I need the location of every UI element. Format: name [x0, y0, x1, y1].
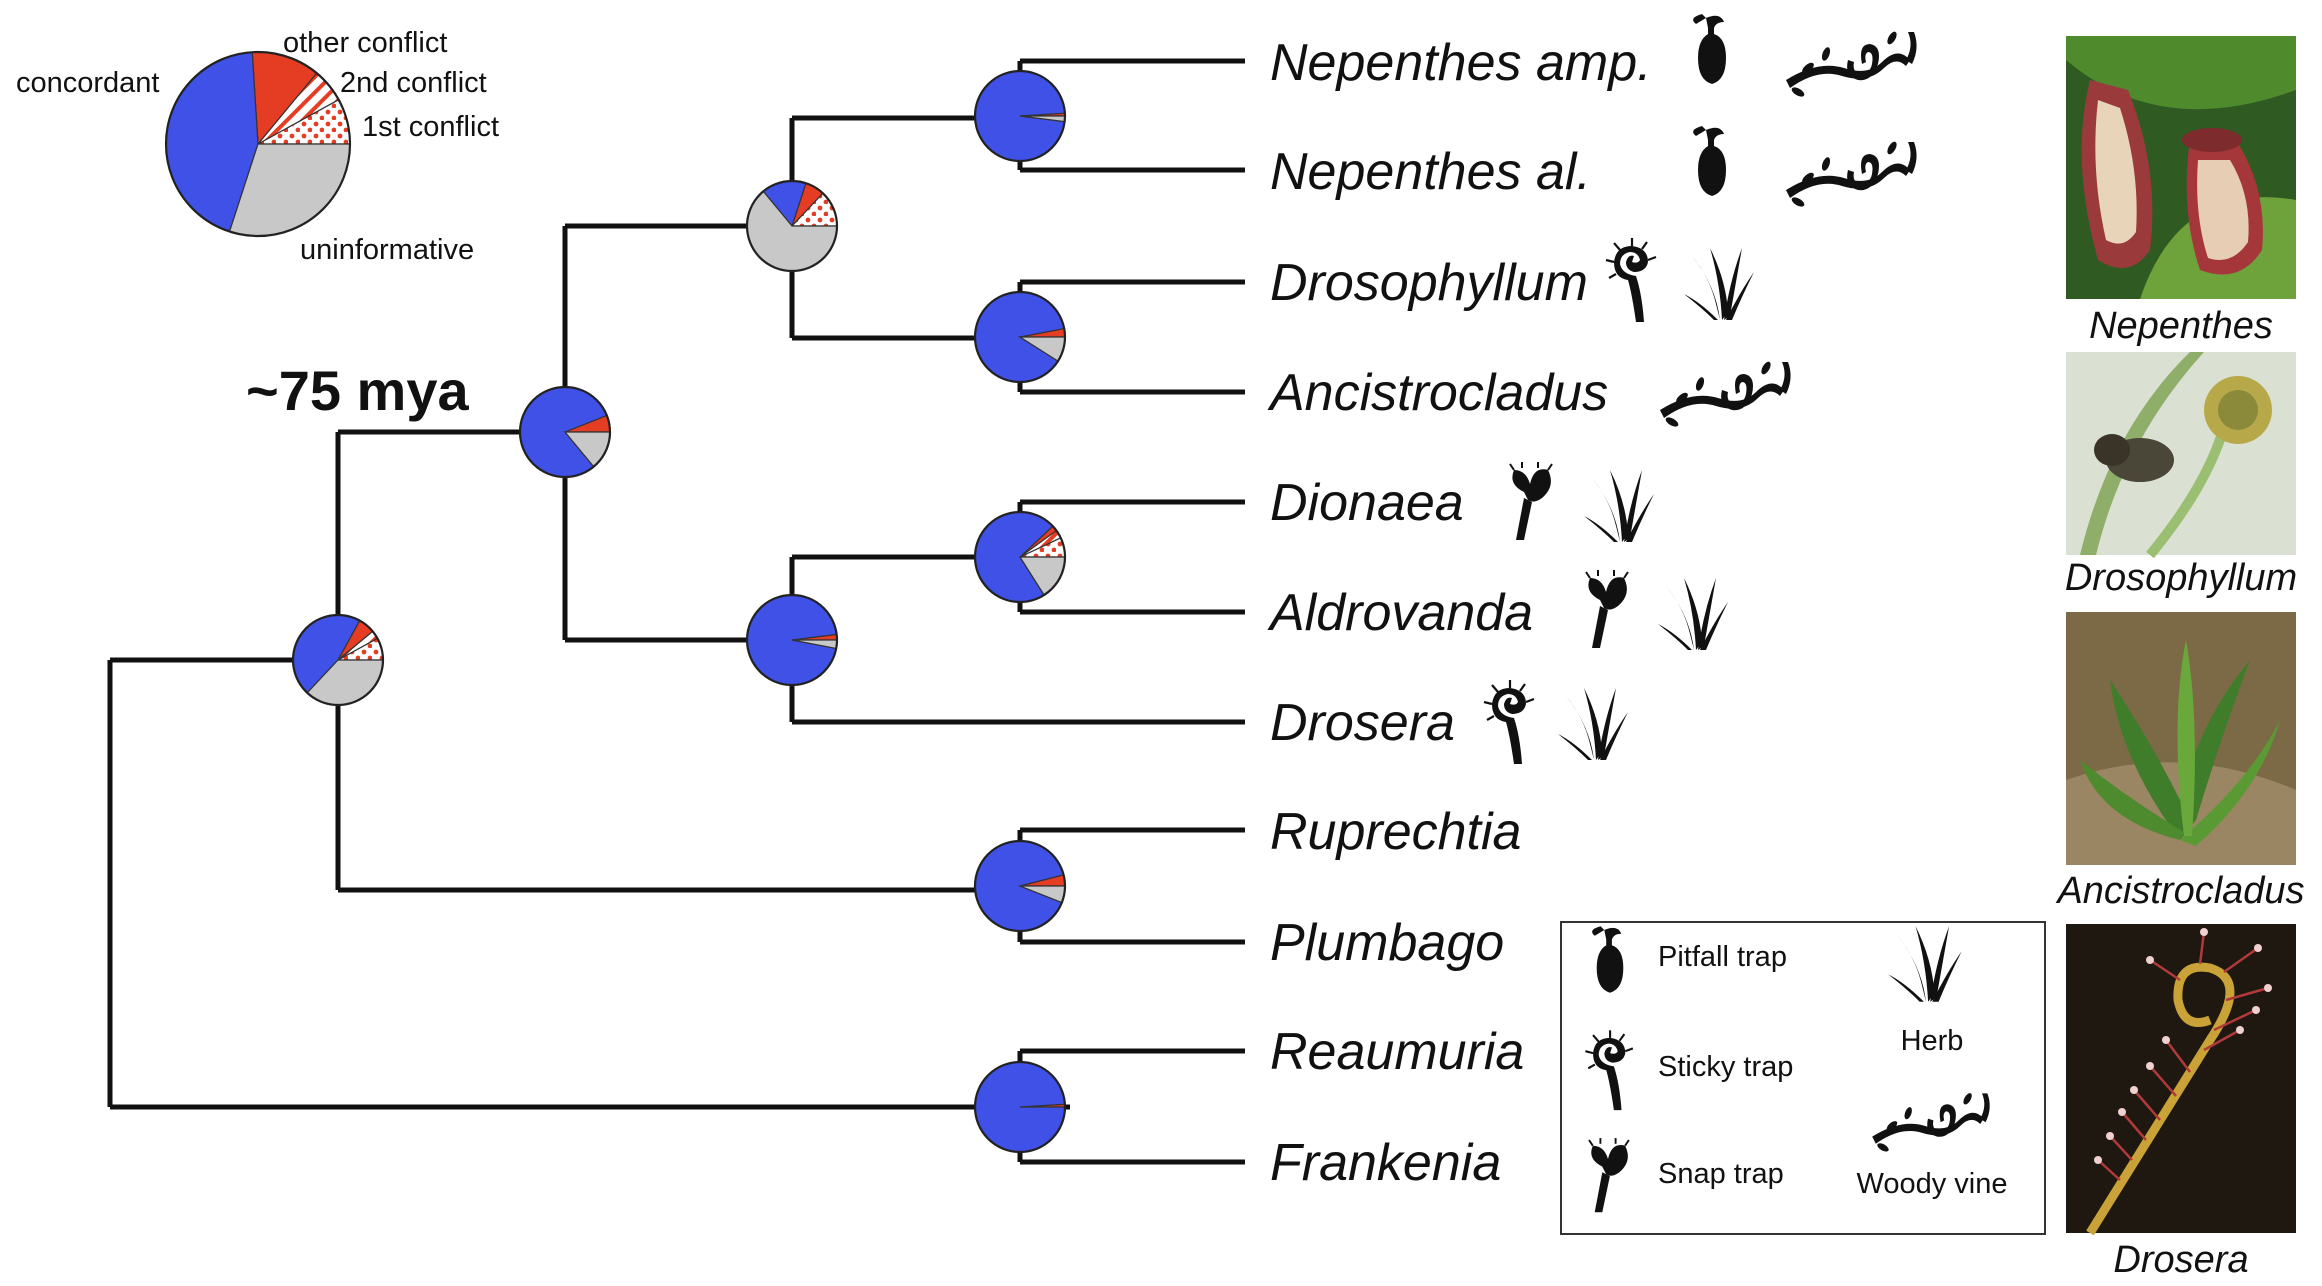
key-label-pitfall-trap: Pitfall trap: [1658, 941, 1787, 973]
node-pie-ruprechtia-plumbago: [973, 839, 1067, 933]
node-pie-outline: [973, 69, 1067, 163]
root-branch: [107, 657, 1070, 1110]
legend-label-1st-conflict: 1st conflict: [362, 111, 499, 143]
node-pie-nepenthes: [973, 69, 1067, 163]
trait-key-box: [1560, 921, 2046, 1235]
node-pie-outline: [973, 510, 1067, 604]
sticky-trap-icon: [1482, 678, 1536, 766]
node-pie-outline: [745, 179, 839, 273]
legend-label-2nd-conflict: 2nd conflict: [340, 67, 487, 99]
taxon-label: Nepenthes amp.: [1270, 34, 1652, 92]
node-pie-carnivorous-clade: [518, 385, 612, 479]
node-pie-outline: [745, 593, 839, 687]
taxon-label: Dionaea: [1270, 474, 1464, 532]
node-pie-nepenthes-drosophyllum: [745, 179, 839, 273]
taxon-labels: Nepenthes amp. Nepenthes al. Drosophyllu…: [1267, 34, 1652, 1192]
herb-icon: [1558, 688, 1628, 760]
photo-caption: Nepenthes: [2089, 305, 2273, 347]
taxon-label: Drosophyllum: [1270, 254, 1588, 312]
photo-caption: Ancistrocladus: [2055, 870, 2304, 912]
legend-pie: [164, 50, 352, 238]
photo-panel: Nepenthes Drosophyllum Ancistrocladus: [2055, 36, 2305, 1281]
legend-label-uninformative: uninformative: [300, 234, 474, 266]
node-pie-caryophyllales-core: [291, 613, 385, 707]
legend-label-other-conflict: other conflict: [283, 27, 447, 59]
node-pie-outline: [973, 1060, 1067, 1154]
taxon-label: Aldrovanda: [1267, 584, 1533, 642]
woody-vine-icon: [1786, 30, 1917, 99]
branch-core: [335, 429, 1020, 893]
key-label-herb: Herb: [1901, 1025, 1964, 1057]
photo-nepenthes: [2066, 36, 2296, 299]
herb-icon: [1684, 248, 1754, 320]
node-pie-outline: [973, 839, 1067, 933]
snap-trap-icon: [1585, 569, 1629, 649]
node-pie-reaumuria-frankenia: [973, 1060, 1067, 1154]
node-pie-dionaea-aldrovanda: [973, 510, 1067, 604]
legend-label-concordant: concordant: [16, 67, 160, 99]
node-pie-outline: [518, 385, 612, 479]
photo-caption: Drosophyllum: [2065, 557, 2297, 599]
pie-legend: concordant other conflict 2nd conflict 1…: [16, 27, 499, 266]
taxon-label: Frankenia: [1270, 1134, 1501, 1192]
key-label-woody-vine: Woody vine: [1857, 1168, 2008, 1200]
woody-vine-icon: [1786, 140, 1917, 209]
pitfall-trap-icon: [1693, 126, 1726, 196]
taxon-label: Ancistrocladus: [1267, 364, 1608, 422]
node-pie-charts: [291, 69, 1067, 1154]
node-pie-droseraceae: [745, 593, 839, 687]
herb-icon: [1584, 470, 1654, 542]
node-pie-outline: [973, 290, 1067, 384]
sticky-trap-icon: [1604, 236, 1658, 324]
photo-drosophyllum: [2066, 352, 2296, 559]
key-label-snap-trap: Snap trap: [1658, 1158, 1784, 1190]
taxon-label: Ruprechtia: [1270, 803, 1521, 861]
taxon-label: Plumbago: [1270, 914, 1504, 972]
woody-vine-icon: [1660, 360, 1791, 429]
node-pie-outline: [291, 613, 385, 707]
photo-drosera: [2066, 924, 2296, 1236]
key-label-sticky-trap: Sticky trap: [1658, 1051, 1793, 1083]
herb-icon: [1658, 578, 1728, 650]
taxon-label: Reaumuria: [1270, 1023, 1524, 1081]
snap-trap-icon: [1509, 461, 1553, 541]
photo-ancistrocladus: [2066, 612, 2296, 865]
photo-caption: Drosera: [2113, 1239, 2248, 1281]
node-pie-drosophyllum-ancistrocladus: [973, 290, 1067, 384]
trait-key: Pitfall trap Sticky trap Snap trap Herb …: [1560, 921, 2046, 1235]
pitfall-trap-icon: [1693, 14, 1726, 84]
taxon-label: Drosera: [1270, 694, 1455, 752]
divergence-date-label: ~75 mya: [246, 359, 469, 422]
legend-pie-outline: [164, 50, 352, 238]
taxon-label: Nepenthes al.: [1270, 143, 1591, 201]
